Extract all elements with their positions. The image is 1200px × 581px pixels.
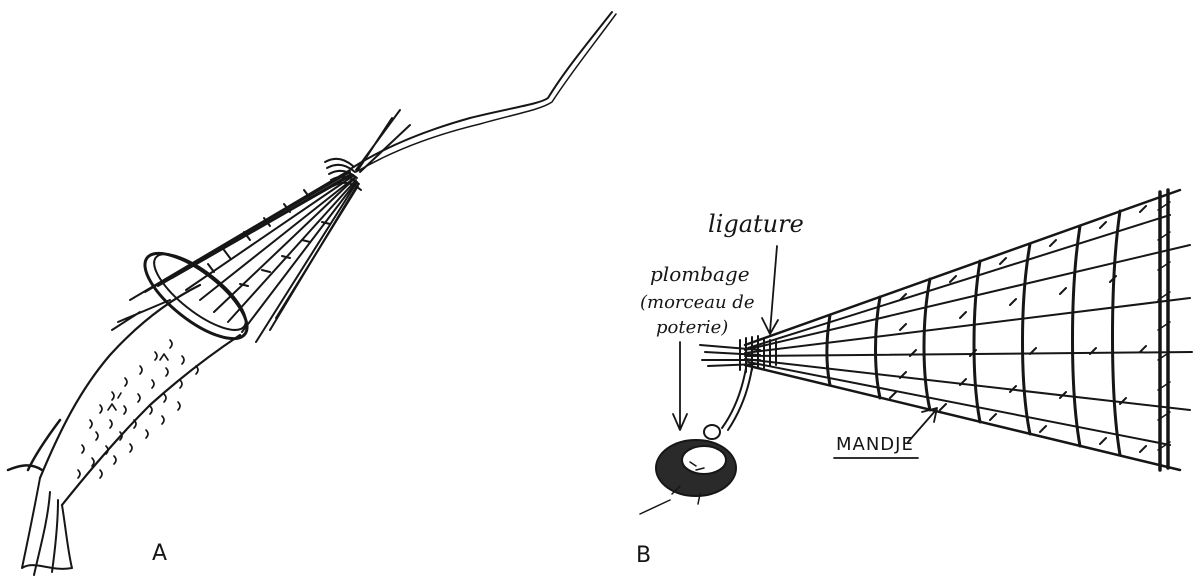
figure-a-drawing <box>8 12 616 575</box>
fish-body-outline <box>40 285 240 505</box>
mandje-label: MANDJE <box>836 434 914 455</box>
fish-fin <box>8 420 60 470</box>
ligature-arrow <box>762 246 778 334</box>
figure-a-label: A <box>152 541 167 566</box>
stick-bundle <box>112 110 410 342</box>
ligature-wrap <box>700 336 776 372</box>
bundle-ring <box>132 239 259 353</box>
trap-radial-strands <box>745 215 1192 445</box>
figure-b-drawing <box>640 190 1192 514</box>
trap-ribs <box>827 211 1120 455</box>
fish-tail <box>22 478 72 575</box>
hanging-cord <box>352 12 612 168</box>
trap-end-hoop <box>1160 190 1168 470</box>
plombage-label-line3: poterie) <box>656 317 728 338</box>
plombage-label-line2: (morceau de <box>640 292 755 313</box>
ligature-label: ligature <box>708 210 804 238</box>
fish-scales <box>78 340 198 478</box>
figure-b-label: B <box>636 543 651 568</box>
pottery-weight <box>640 425 736 514</box>
hanging-cord-strand <box>356 14 616 172</box>
plombage-label-line1: plombage <box>650 262 750 286</box>
plombage-arrow <box>673 342 687 430</box>
weight-string <box>722 368 752 430</box>
